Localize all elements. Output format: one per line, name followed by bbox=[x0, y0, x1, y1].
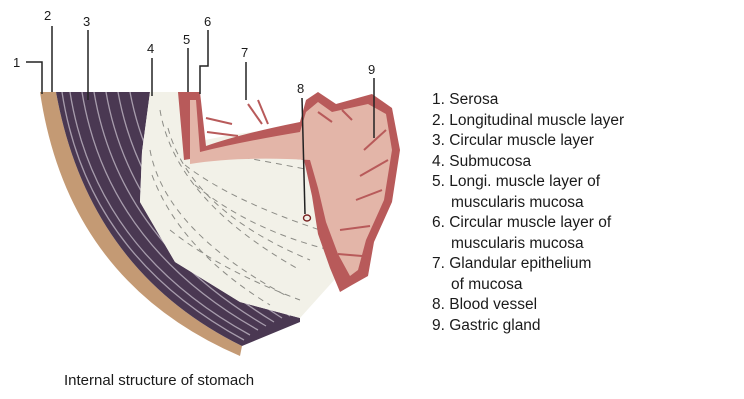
callout-number-8: 8 bbox=[297, 81, 304, 96]
callout-number-4: 4 bbox=[147, 41, 154, 56]
legend-item-longi-muscle-mucosa-cont: muscularis mucosa bbox=[432, 193, 742, 214]
legend-item-longitudinal-muscle: 2. Longitudinal muscle layer bbox=[432, 111, 742, 132]
legend-item-gastric-gland: 9. Gastric gland bbox=[432, 316, 742, 337]
callout-number-3: 3 bbox=[83, 14, 90, 29]
legend-item-glandular-epithelium-cont: of mucosa bbox=[432, 275, 742, 296]
legend: 1. Serosa 2. Longitudinal muscle layer 3… bbox=[432, 90, 742, 336]
legend-item-blood-vessel: 8. Blood vessel bbox=[432, 295, 742, 316]
leader-line-1 bbox=[26, 62, 42, 94]
callout-number-7: 7 bbox=[241, 45, 248, 60]
legend-item-serosa: 1. Serosa bbox=[432, 90, 742, 111]
legend-item-glandular-epithelium: 7. Glandular epithelium bbox=[432, 254, 742, 275]
callout-number-6: 6 bbox=[204, 14, 211, 29]
legend-item-circular-muscle-mucosa: 6. Circular muscle layer of bbox=[432, 213, 742, 234]
legend-item-submucosa: 4. Submucosa bbox=[432, 152, 742, 173]
callout-number-1: 1 bbox=[13, 55, 20, 70]
callout-number-9: 9 bbox=[368, 62, 375, 77]
legend-item-circular-muscle-mucosa-cont: muscularis mucosa bbox=[432, 234, 742, 255]
legend-item-circular-muscle: 3. Circular muscle layer bbox=[432, 131, 742, 152]
callout-number-5: 5 bbox=[183, 32, 190, 47]
legend-item-longi-muscle-mucosa: 5. Longi. muscle layer of bbox=[432, 172, 742, 193]
leader-line-6 bbox=[200, 30, 208, 94]
callout-number-2: 2 bbox=[44, 8, 51, 23]
figure-caption: Internal structure of stomach bbox=[64, 372, 254, 389]
